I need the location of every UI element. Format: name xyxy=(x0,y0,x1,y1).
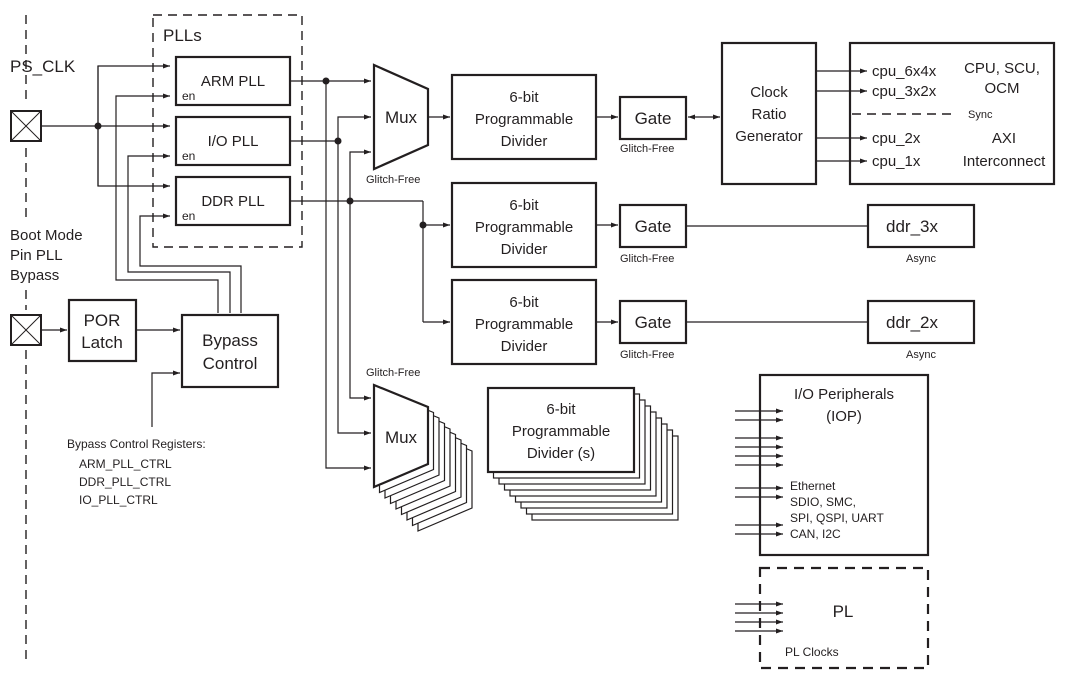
svg-text:Mux: Mux xyxy=(385,108,418,127)
iop-block: I/O Peripherals (IOP) Ethernet SDIO, SMC… xyxy=(735,373,930,557)
svg-text:I/O PLL: I/O PLL xyxy=(208,133,259,150)
svg-text:ddr_3x: ddr_3x xyxy=(886,217,938,236)
pll-output-wires xyxy=(290,77,450,471)
boot-mode-label: Boot Mode Pin PLL Bypass xyxy=(10,227,83,284)
svg-text:6-bit: 6-bit xyxy=(509,294,539,311)
bypass-enable-wires xyxy=(115,93,242,313)
cpu-6x4x-label: cpu_6x4x xyxy=(872,63,937,80)
cpu-axi-block: cpu_6x4x cpu_3x2x cpu_2x cpu_1x CPU, SCU… xyxy=(816,41,1056,186)
svg-text:POR: POR xyxy=(84,311,121,330)
svg-text:Programmable: Programmable xyxy=(512,423,610,440)
divider-to-gate-wires xyxy=(596,114,618,325)
svg-text:en: en xyxy=(182,149,195,163)
svg-text:Glitch-Free: Glitch-Free xyxy=(366,174,420,186)
peripheral-divider-stack: 6-bit Programmable Divider (s) xyxy=(486,386,679,521)
svg-text:Pin PLL: Pin PLL xyxy=(10,247,63,264)
svg-text:IO_PLL_CTRL: IO_PLL_CTRL xyxy=(79,493,158,507)
plls-group xyxy=(152,14,303,248)
svg-text:Bypass: Bypass xyxy=(202,331,258,350)
svg-text:Divider (s): Divider (s) xyxy=(527,445,595,462)
cpu-3x2x-label: cpu_3x2x xyxy=(872,83,937,100)
svg-text:CAN, I2C: CAN, I2C xyxy=(790,527,841,541)
svg-text:en: en xyxy=(182,209,195,223)
ddr3x-block: ddr_3x Async xyxy=(866,203,976,265)
svg-text:Clock: Clock xyxy=(750,84,788,101)
ddr2x-gate: Gate Glitch-Free xyxy=(618,299,688,361)
svg-text:Glitch-Free: Glitch-Free xyxy=(620,143,674,155)
svg-text:Programmable: Programmable xyxy=(475,316,573,333)
svg-text:Bypass Control Registers:: Bypass Control Registers: xyxy=(67,437,206,451)
peripheral-mux-stack: Mux Glitch-Free xyxy=(366,367,473,532)
cpu-gate: Gate Glitch-Free xyxy=(618,95,688,155)
svg-text:Divider: Divider xyxy=(501,338,548,355)
ddr3x-divider: 6-bit Programmable Divider xyxy=(450,181,598,269)
registers-to-bypass-wire xyxy=(151,370,180,427)
svg-text:Async: Async xyxy=(906,349,936,361)
svg-text:PL Clocks: PL Clocks xyxy=(785,645,839,659)
svg-text:PL: PL xyxy=(833,602,854,621)
svg-text:(IOP): (IOP) xyxy=(826,408,862,425)
ddr3x-gate: Gate Glitch-Free xyxy=(618,203,688,265)
cpu-2x-label: cpu_2x xyxy=(872,130,921,147)
svg-text:Mux: Mux xyxy=(385,428,418,447)
svg-text:Divider: Divider xyxy=(501,241,548,258)
svg-text:Glitch-Free: Glitch-Free xyxy=(620,349,674,361)
plls-group-label: PLLs xyxy=(163,26,202,45)
sync-label: Sync xyxy=(968,109,993,121)
axi-label: AXI xyxy=(992,130,1016,147)
svg-text:ARM_PLL_CTRL: ARM_PLL_CTRL xyxy=(79,457,172,471)
cpu-1x-label: cpu_1x xyxy=(872,153,921,170)
svg-text:6-bit: 6-bit xyxy=(509,197,539,214)
svg-text:Boot Mode: Boot Mode xyxy=(10,227,83,244)
svg-text:DDR_PLL_CTRL: DDR_PLL_CTRL xyxy=(79,475,171,489)
svg-text:Ratio: Ratio xyxy=(751,106,786,123)
io-pll-block: I/O PLL en xyxy=(174,115,292,167)
arm-pll-block: ARM PLL en xyxy=(174,55,292,107)
svg-text:Generator: Generator xyxy=(735,128,803,145)
svg-text:DDR PLL: DDR PLL xyxy=(201,193,264,210)
svg-text:Latch: Latch xyxy=(81,333,123,352)
ocm-label: OCM xyxy=(985,80,1020,97)
svg-text:Glitch-Free: Glitch-Free xyxy=(620,253,674,265)
svg-text:Ethernet: Ethernet xyxy=(790,479,836,493)
pl-block: PL PL Clocks xyxy=(735,566,930,670)
bypass-registers-list: Bypass Control Registers: ARM_PLL_CTRL D… xyxy=(67,437,206,507)
ps-clk-label: PS_CLK xyxy=(10,57,76,76)
svg-text:Divider: Divider xyxy=(501,133,548,150)
svg-text:en: en xyxy=(182,89,195,103)
por-latch-block: POR Latch xyxy=(67,298,138,363)
ddr-pll-block: DDR PLL en xyxy=(174,175,292,227)
cpu-divider: 6-bit Programmable Divider xyxy=(450,73,598,161)
bypass-control-block: Bypass Control xyxy=(180,313,280,389)
interconnect-label: Interconnect xyxy=(963,153,1046,170)
svg-text:Gate: Gate xyxy=(635,109,672,128)
clock-ratio-generator: Clock Ratio Generator xyxy=(720,41,818,186)
svg-text:Async: Async xyxy=(906,253,936,265)
svg-text:6-bit: 6-bit xyxy=(509,89,539,106)
svg-text:Gate: Gate xyxy=(635,313,672,332)
ddr2x-divider: 6-bit Programmable Divider xyxy=(450,278,598,366)
svg-text:SDIO, SMC,: SDIO, SMC, xyxy=(790,495,856,509)
cpu-scu-label: CPU, SCU, xyxy=(964,60,1040,77)
svg-text:ARM PLL: ARM PLL xyxy=(201,73,265,90)
svg-text:Programmable: Programmable xyxy=(475,219,573,236)
ps-clk-pin-icon xyxy=(10,110,42,142)
svg-text:Bypass: Bypass xyxy=(10,267,59,284)
svg-text:I/O Peripherals: I/O Peripherals xyxy=(794,386,894,403)
ps-clk-wires xyxy=(41,63,170,189)
cpu-mux: Mux Glitch-Free xyxy=(366,63,430,186)
svg-text:ddr_2x: ddr_2x xyxy=(886,313,938,332)
boot-mode-pin-icon xyxy=(10,314,42,346)
svg-text:Glitch-Free: Glitch-Free xyxy=(366,367,420,379)
svg-text:Gate: Gate xyxy=(635,217,672,236)
svg-text:Control: Control xyxy=(203,354,258,373)
svg-text:Programmable: Programmable xyxy=(475,111,573,128)
svg-text:6-bit: 6-bit xyxy=(546,401,576,418)
ddr2x-block: ddr_2x Async xyxy=(866,299,976,361)
svg-text:SPI, QSPI, UART: SPI, QSPI, UART xyxy=(790,511,884,525)
